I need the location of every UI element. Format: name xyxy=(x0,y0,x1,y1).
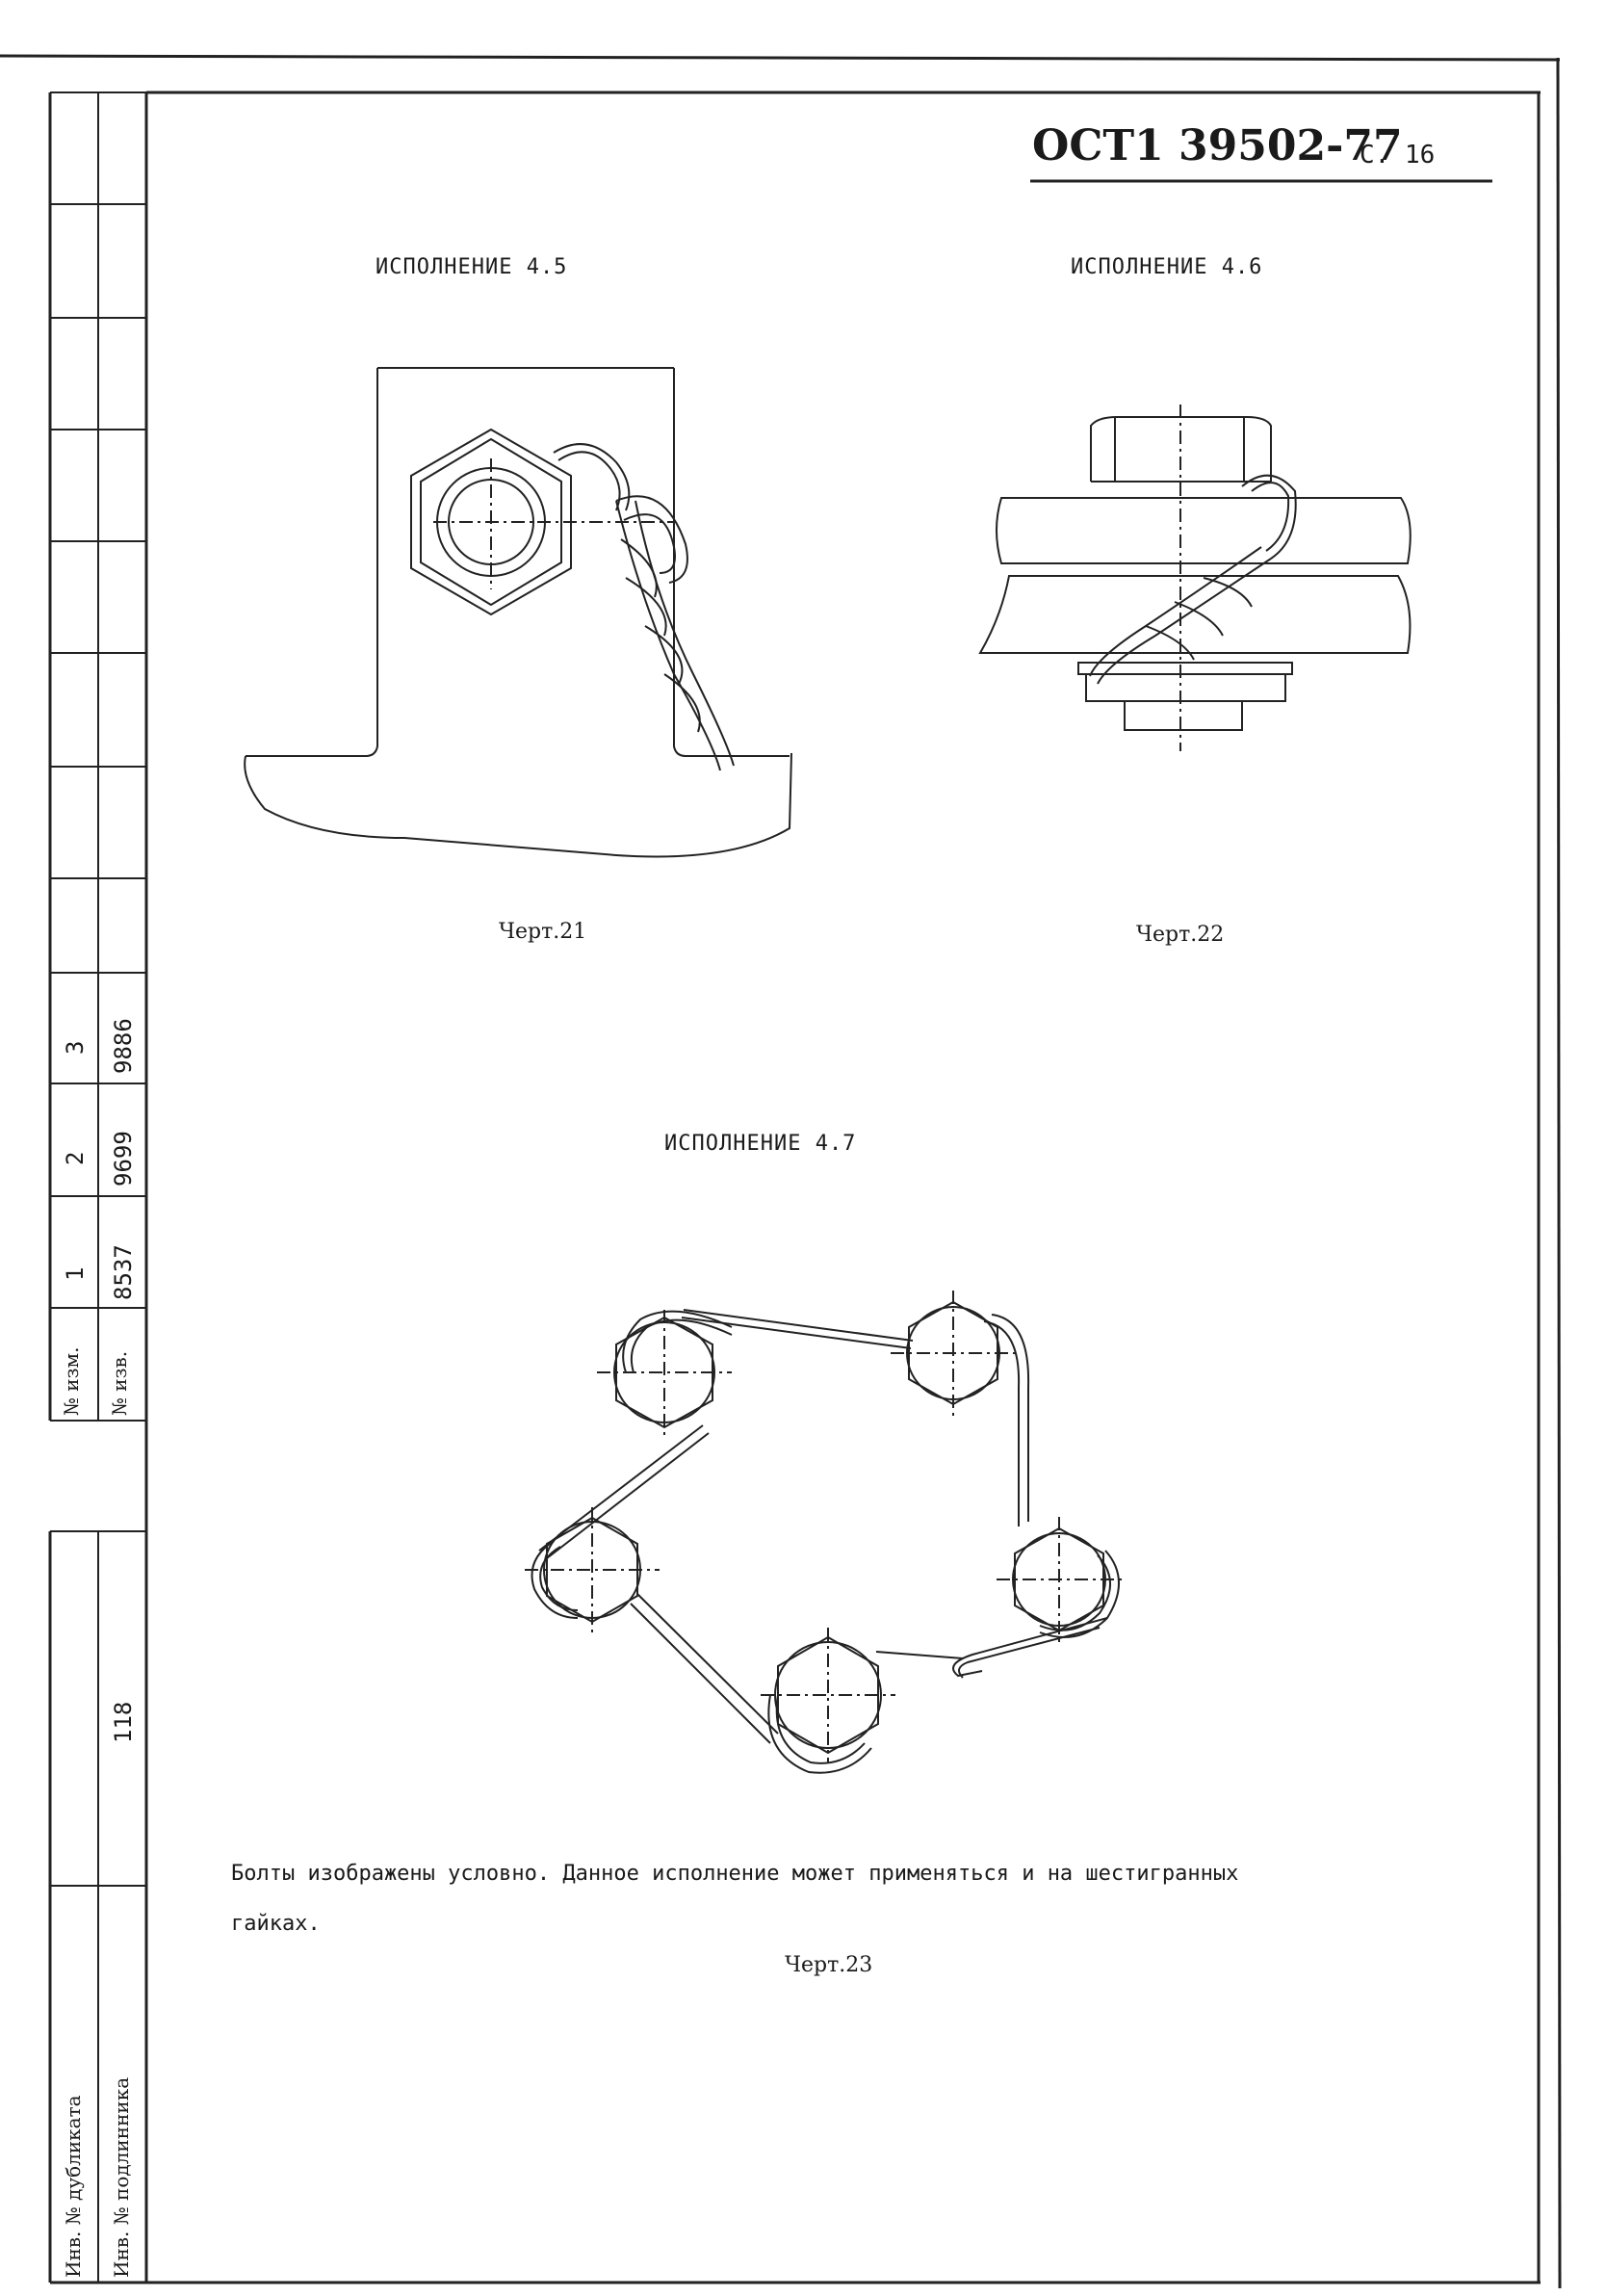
variant-title-4-6: ИСПОЛНЕНИЕ 4.6 xyxy=(1071,255,1263,279)
figure-23-drawing xyxy=(525,1291,1122,1774)
notice-2: 9699 xyxy=(110,1131,137,1187)
document-code: ОСТ1 39502-77 xyxy=(1032,121,1403,170)
variant-title-4-7: ИСПОЛНЕНИЕ 4.7 xyxy=(664,1132,857,1156)
variant-title-4-5: ИСПОЛНЕНИЕ 4.5 xyxy=(376,255,568,279)
note-line-1: Болты изображены условно. Данное исполне… xyxy=(231,1862,1239,1886)
figure-21-drawing xyxy=(244,367,792,858)
change-3: 3 xyxy=(62,1040,89,1055)
notice-3: 9886 xyxy=(110,1018,137,1074)
figure-caption-23: Черт.23 xyxy=(785,1953,873,1977)
original-inventory-number: 118 xyxy=(110,1701,137,1743)
page-number: С. 16 xyxy=(1360,141,1436,170)
figure-note: Болты изображены условно. Данное исполне… xyxy=(231,1849,1521,1949)
duplicate-inventory-label: Инв. № дубликата xyxy=(62,2095,85,2278)
notice-number-header: № изв. xyxy=(108,1350,131,1416)
figure-22-drawing xyxy=(978,404,1412,751)
figure-caption-21: Черт.21 xyxy=(499,920,587,944)
change-2: 2 xyxy=(62,1151,89,1165)
change-1: 1 xyxy=(62,1266,89,1281)
notice-1: 8537 xyxy=(110,1244,137,1300)
original-inventory-label: Инв. № подлинника xyxy=(110,2076,133,2278)
note-line-2: гайках. xyxy=(231,1912,321,1936)
figure-caption-22: Черт.22 xyxy=(1136,923,1225,947)
change-number-header: № изм. xyxy=(60,1346,83,1416)
